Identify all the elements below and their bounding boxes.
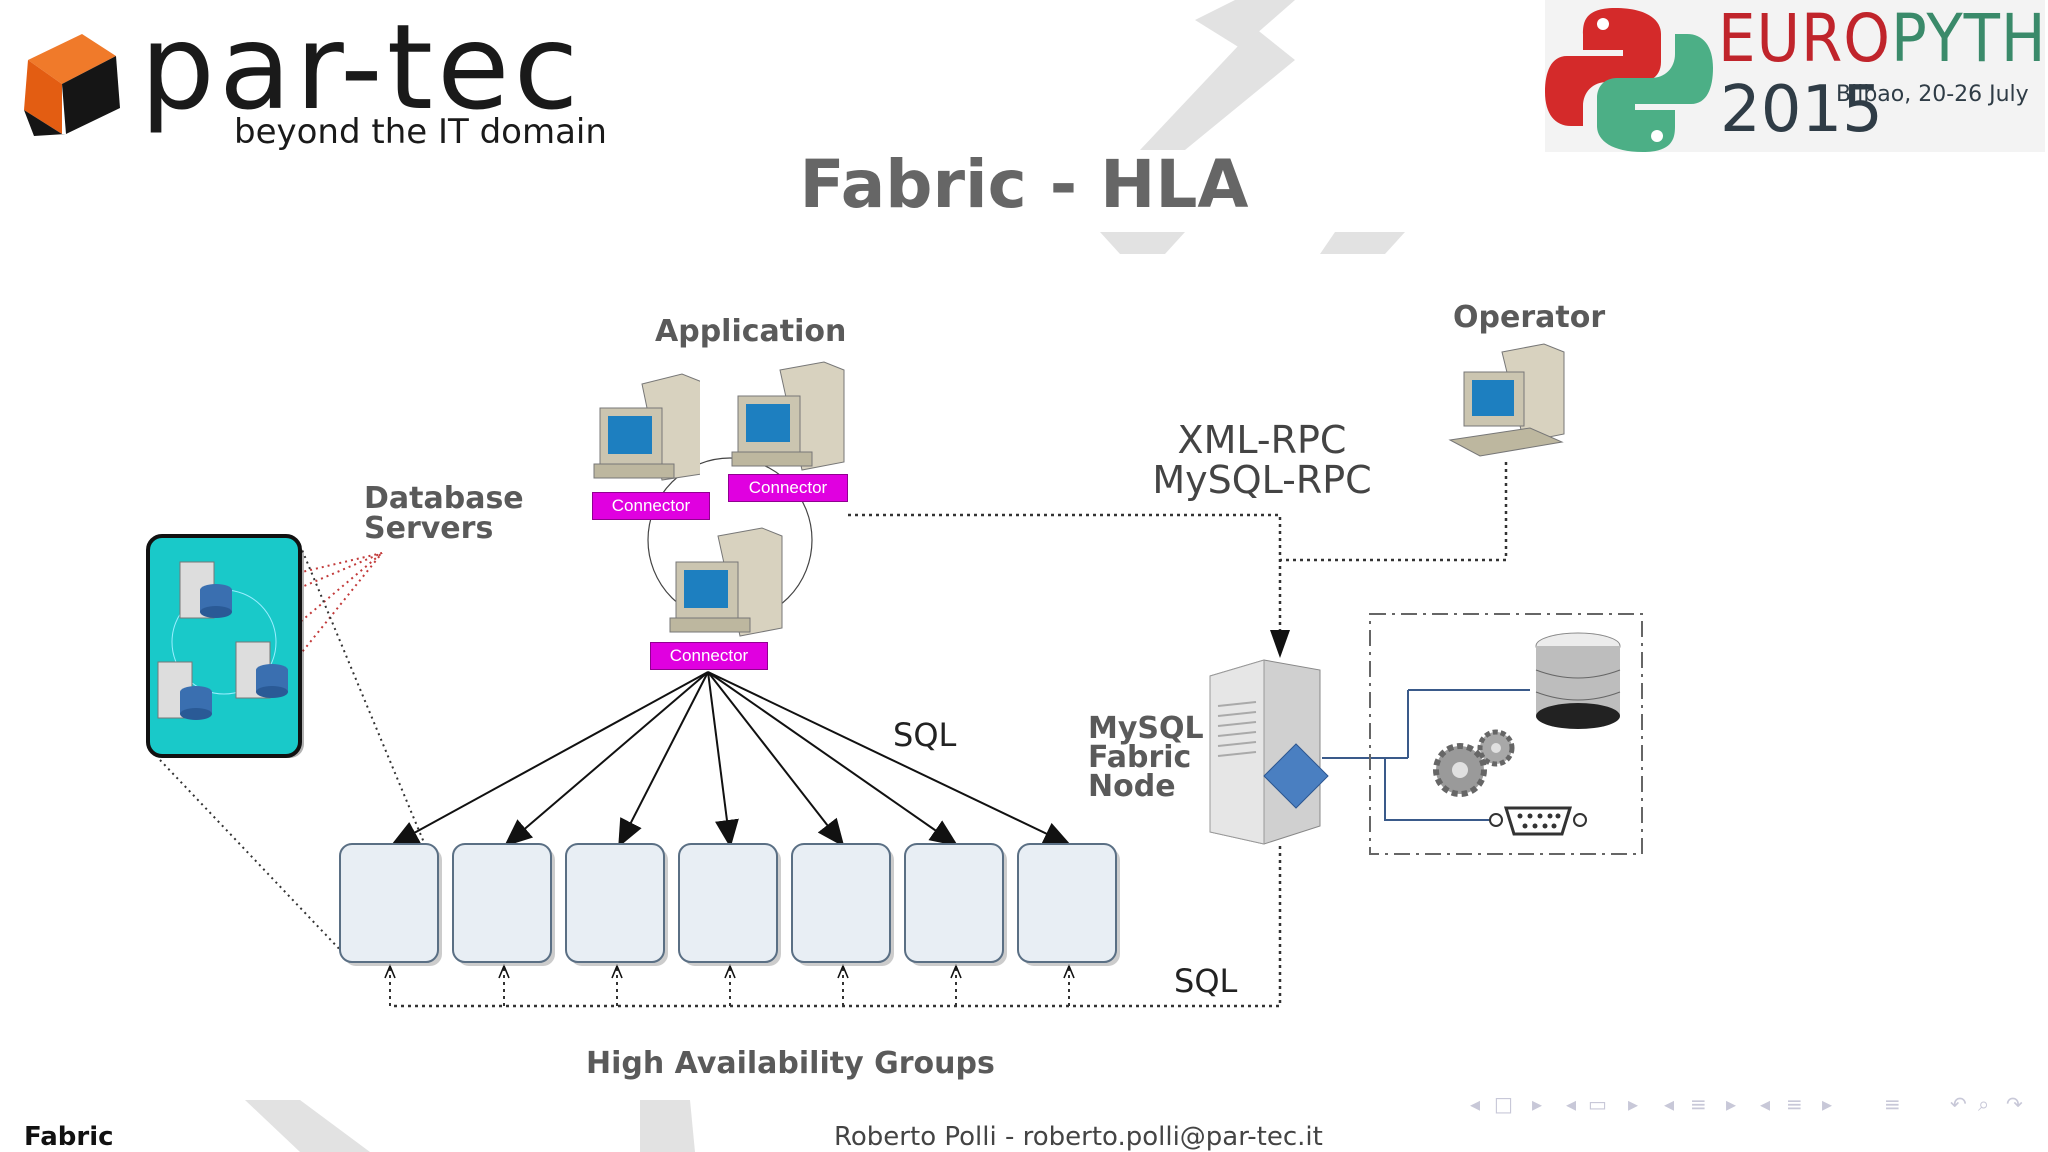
app-computer-3-icon: [669, 527, 783, 637]
db-server-1-icon: [179, 561, 232, 619]
database-cylinder-icon: [1535, 632, 1621, 729]
nav-next-part-icon[interactable]: ▸: [1822, 1092, 1833, 1116]
fabric-component-links: [1322, 689, 1530, 821]
fabric-components-box: [1369, 613, 1643, 855]
footer-author: Roberto Polli - roberto.polli@par-tec.it: [834, 1122, 1323, 1152]
event-year: 2015: [1720, 73, 1883, 147]
app-computer-2-icon: [731, 361, 845, 471]
fabric-node-label-line1: MySQL: [1088, 711, 1204, 746]
db-server-3-icon: [235, 641, 288, 699]
fabric-node-server-icon: [1209, 659, 1329, 845]
nav-next-frame-icon[interactable]: ▸: [1532, 1092, 1543, 1116]
nav-prev-part-icon[interactable]: ◂: [1760, 1092, 1771, 1116]
ha-group-box: [452, 843, 555, 966]
gears-icon: [1433, 729, 1515, 797]
application-label: Application: [655, 314, 847, 349]
database-servers-label-line1: Database: [364, 481, 524, 516]
partec-logo-cube-icon: [24, 34, 120, 136]
nav-forward-icon[interactable]: ↷: [2006, 1092, 2023, 1116]
event-name-part1: EURO: [1718, 0, 1891, 77]
operator-label: Operator: [1453, 300, 1606, 335]
rpc-label-line2: MySQL-RPC: [1152, 458, 1372, 502]
nav-prev-section-icon[interactable]: ◂: [1664, 1092, 1675, 1116]
nav-appendix-icon[interactable]: ≡: [1884, 1092, 1901, 1116]
rpc-dotted-lines: [390, 462, 1508, 1008]
ha-group-box: [565, 843, 668, 966]
sql-label-bottom: SQL: [1174, 962, 1238, 1000]
fabric-node-label: MySQL Fabric Node: [1088, 711, 1204, 804]
event-place-dates: Bilbao, 20-26 July: [1836, 82, 2029, 107]
sql-arrows: [390, 671, 1072, 848]
fabric-node-label-line3: Node: [1088, 769, 1176, 804]
rpc-label: XML-RPC MySQL-RPC: [1152, 420, 1372, 500]
ha-groups-label: High Availability Groups: [586, 1046, 995, 1081]
fabric-node-label-line2: Fabric: [1088, 740, 1192, 775]
nav-prev-frame-icon[interactable]: ◂: [1470, 1092, 1481, 1116]
connector-badge-2: Connector: [728, 474, 848, 502]
python-logo-icon: [1545, 8, 1713, 152]
connector-badge-3: Connector: [650, 642, 768, 670]
sql-label-top: SQL: [893, 716, 957, 754]
footer-section: Fabric: [24, 1122, 114, 1152]
event-name: EUROPYTHON: [1718, 6, 2048, 72]
app-computer-1-icon: [593, 373, 700, 481]
operator-computer-icon: [1448, 343, 1565, 457]
ha-group-box: [904, 843, 1007, 966]
database-servers-label-line2: Servers: [364, 511, 494, 546]
nav-next-section-icon[interactable]: ▸: [1726, 1092, 1737, 1116]
ha-group-box: [678, 843, 781, 966]
nav-search-icon[interactable]: ⌕: [1978, 1092, 1990, 1116]
ha-group-box: [339, 843, 442, 966]
nav-back-icon[interactable]: ↶: [1950, 1092, 1967, 1116]
rpc-label-line1: XML-RPC: [1177, 418, 1347, 462]
event-name-part2: PYTHON: [1890, 0, 2048, 77]
nav-frame-icon[interactable]: □: [1494, 1092, 1513, 1116]
company-name: par-tec: [140, 0, 583, 136]
nav-subsection-icon[interactable]: ▭: [1588, 1092, 1607, 1116]
ha-group-box: [791, 843, 894, 966]
company-tagline: beyond the IT domain: [234, 112, 607, 152]
nav-prev-subsection-icon[interactable]: ◂: [1566, 1092, 1577, 1116]
nav-section-icon[interactable]: ≡: [1690, 1092, 1707, 1116]
database-servers-label: Database Servers: [364, 484, 524, 544]
serial-port-icon: [1489, 806, 1587, 836]
db-server-2-icon: [157, 661, 212, 720]
nav-part-icon[interactable]: ≡: [1786, 1092, 1803, 1116]
database-servers-panel: [146, 534, 304, 758]
ha-group-box: [1017, 843, 1120, 966]
slide-title: Fabric - HLA: [799, 146, 1249, 223]
nav-next-subsection-icon[interactable]: ▸: [1628, 1092, 1639, 1116]
connector-badge-1: Connector: [592, 492, 710, 520]
